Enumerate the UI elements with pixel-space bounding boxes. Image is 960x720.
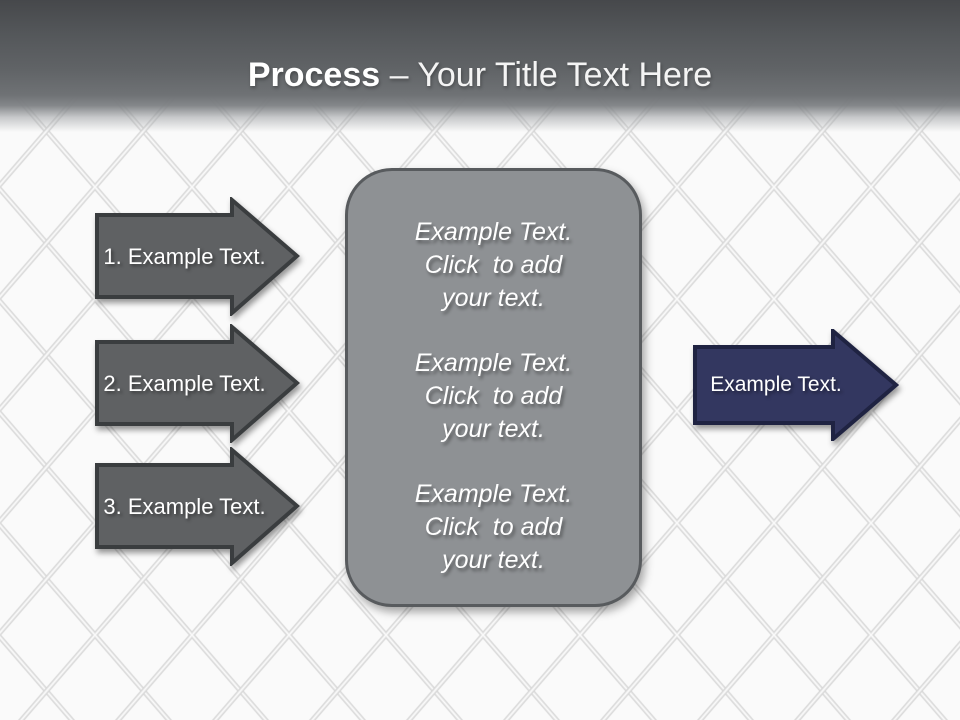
description-panel[interactable]: Example Text. Click to add your text. Ex… [345,168,642,607]
title-bold-text: Process [247,56,381,94]
text-line: Click to add [424,513,563,541]
title-regular-text: – Your Title Text Here [380,56,713,94]
text-line: your text. [442,415,545,443]
right-arrow-shape [95,324,300,443]
text-line: Example Text. [414,480,573,508]
text-line: Example Text. [414,218,573,246]
text-line: Click to add [424,251,563,279]
step-arrow-2-label: 2. Example Text. [103,370,266,396]
step-arrow-1-label: 1. Example Text. [103,243,266,269]
title-banner: Process – Your Title Text Here [0,0,960,132]
step-arrow-1[interactable]: 1. Example Text. [95,197,300,316]
result-arrow-label: Example Text. [710,373,842,396]
text-block-2: Example Text. Click to add your text. [348,347,639,446]
step-arrow-3-label: 3. Example Text. [103,493,266,519]
text-line: your text. [442,546,545,574]
text-line: your text. [442,284,545,312]
text-line: Click to add [424,382,563,410]
right-arrow-shape [693,329,899,441]
step-arrow-3[interactable]: 3. Example Text. [95,447,300,566]
text-block-3: Example Text. Click to add your text. [348,478,639,577]
result-arrow[interactable]: Example Text. [693,329,899,441]
slide-title: Process – Your Title Text Here [0,56,960,94]
step-arrow-2[interactable]: 2. Example Text. [95,324,300,443]
right-arrow-shape [95,447,300,566]
right-arrow-shape [95,197,300,316]
text-line: Example Text. [414,349,573,377]
text-block-1: Example Text. Click to add your text. [348,216,639,315]
